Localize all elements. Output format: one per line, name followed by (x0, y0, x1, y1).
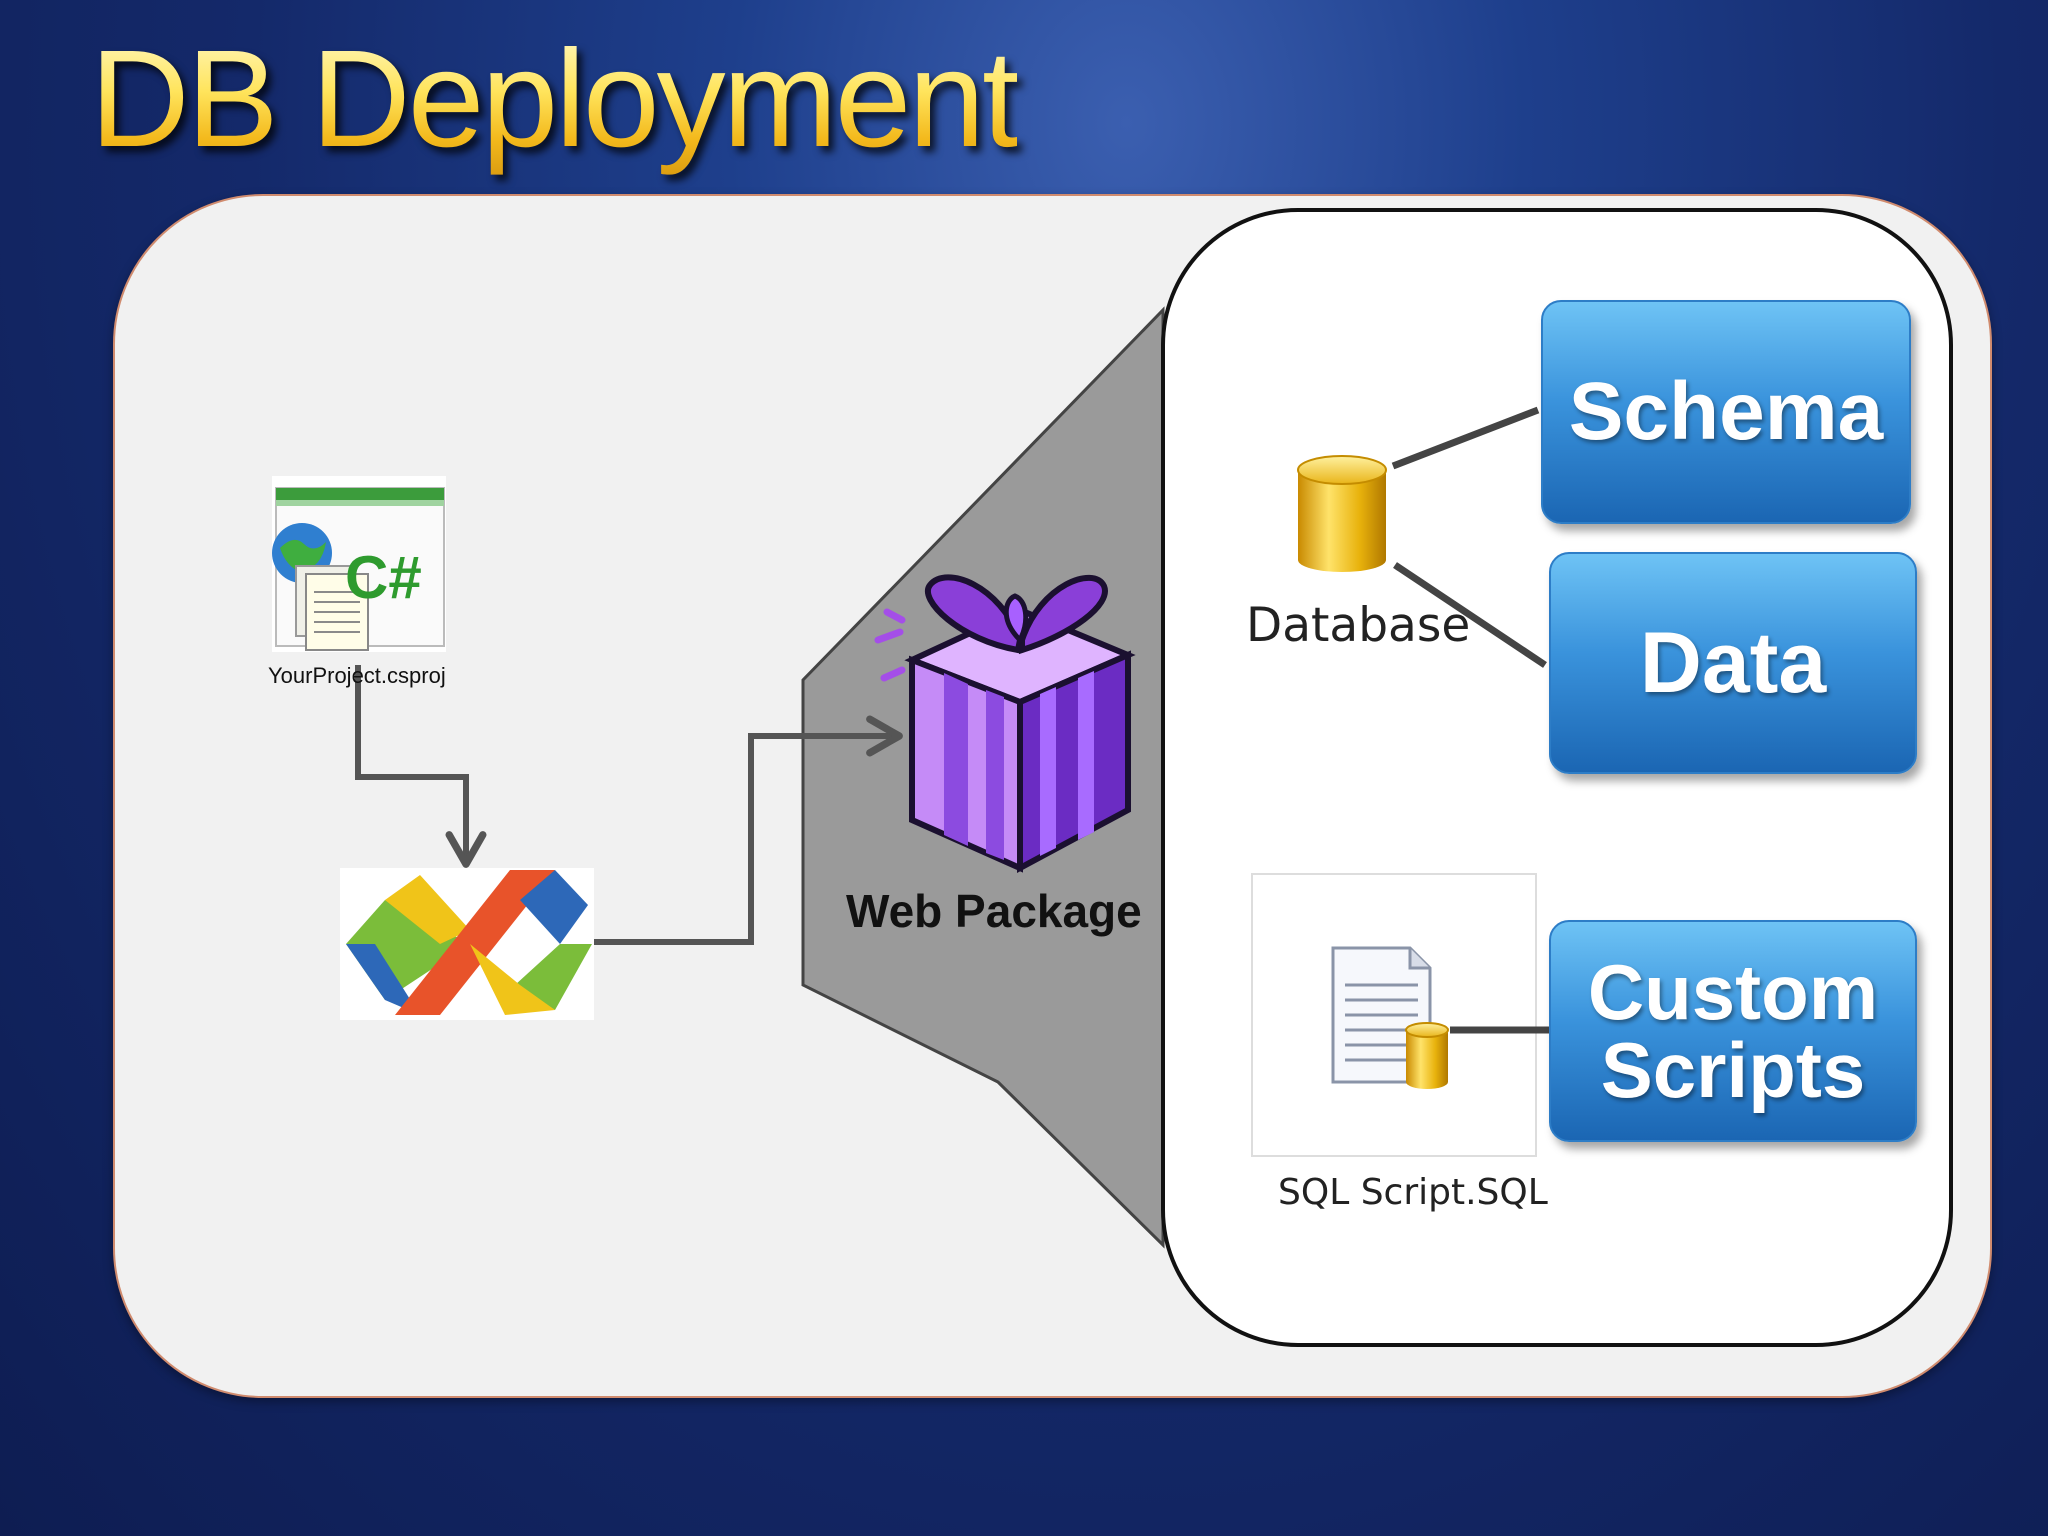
web-package-label: Web Package (846, 885, 1142, 937)
custom-scripts-box: Custom Scripts (1549, 920, 1917, 1142)
custom-scripts-line-2: Scripts (1600, 1026, 1866, 1114)
gift-box-icon (874, 574, 1136, 874)
flow-arrow-build-to-package (594, 715, 903, 945)
database-cylinder-icon (1297, 455, 1387, 572)
connector-database-data (1393, 562, 1547, 668)
project-file-label: YourProject.csproj (268, 663, 446, 688)
slide-title: DB Deployment (90, 20, 1020, 179)
schema-box: Schema (1541, 300, 1911, 524)
csharp-project-icon: C# (272, 476, 446, 652)
flow-arrow-project-to-build (355, 665, 487, 868)
sql-script-file-icon (1251, 873, 1537, 1157)
sql-script-label: SQL Script.SQL (1278, 1172, 1548, 1213)
visual-studio-logo-icon (340, 868, 594, 1020)
custom-scripts-line-1: Custom (1587, 948, 1879, 1036)
svg-text:C#: C# (345, 544, 422, 611)
connector-database-schema (1391, 406, 1540, 470)
data-box: Data (1549, 552, 1917, 774)
database-label: Database (1246, 598, 1471, 653)
